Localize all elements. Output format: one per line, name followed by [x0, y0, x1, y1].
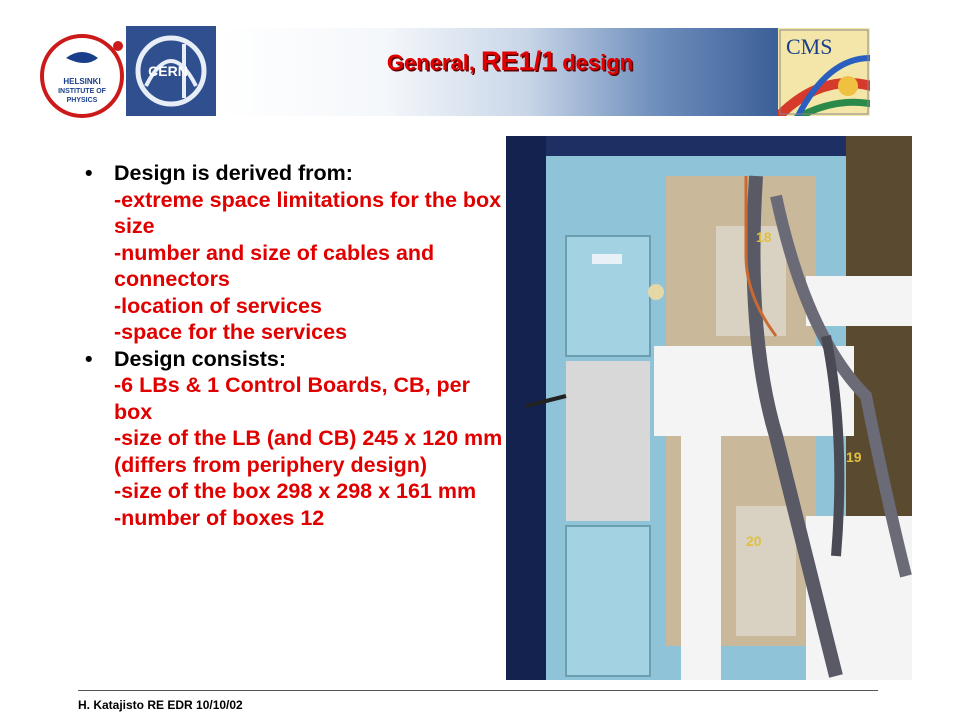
slide-title: General, RE1/1 design	[300, 46, 720, 77]
bullet-subline: -space for the services	[114, 320, 348, 344]
bullet-subline: -size of the LB (and CB) 245 x 120 mm (d…	[114, 426, 503, 477]
bullet-lead: Design consists:	[114, 346, 287, 371]
svg-text:CERN: CERN	[148, 63, 188, 79]
title-code: RE1/1	[481, 46, 557, 76]
re11-box-photo: 18 19 20	[506, 136, 912, 680]
helsinki-institute-logo: HELSINKI INSTITUTE OF PHYSICS	[40, 34, 124, 118]
svg-text:19: 19	[846, 449, 862, 465]
svg-text:HELSINKI: HELSINKI	[63, 77, 100, 86]
svg-text:PHYSICS: PHYSICS	[67, 97, 98, 104]
title-band	[218, 28, 778, 116]
bullet-dot-icon: •	[85, 346, 93, 371]
bullet-subline: -location of services	[114, 293, 322, 318]
svg-text:20: 20	[746, 533, 762, 549]
bullet-item: • Design consists: -6 LBs & 1 Control Bo…	[76, 346, 506, 532]
title-prefix: General,	[386, 50, 482, 75]
title-suffix: design	[556, 50, 634, 75]
svg-text:INSTITUTE OF: INSTITUTE OF	[58, 88, 107, 95]
bullet-dot-icon: •	[85, 161, 93, 185]
bullet-list: • Design is derived from: -extreme space…	[76, 160, 506, 531]
bullet-subline: -number of boxes 12	[114, 505, 325, 530]
footer-text: H. Katajisto RE EDR 10/10/02	[78, 698, 243, 712]
svg-text:CMS: CMS	[786, 34, 832, 59]
footer-divider	[78, 690, 878, 691]
cms-logo: CMS	[778, 28, 870, 116]
bullet-lead: Design is derived from:	[114, 161, 353, 185]
bullet-subline: -extreme space limitations for the box s…	[114, 187, 502, 239]
bullet-subline: -size of the box 298 x 298 x 161 mm	[114, 479, 477, 503]
cern-logo: CERN	[126, 26, 216, 116]
bullet-subline: -6 LBs & 1 Control Boards, CB, per box	[114, 373, 470, 424]
svg-text:18: 18	[756, 229, 772, 245]
bullet-subline: -number and size of cables and connector…	[114, 240, 435, 292]
bullet-item: • Design is derived from: -extreme space…	[76, 160, 506, 346]
